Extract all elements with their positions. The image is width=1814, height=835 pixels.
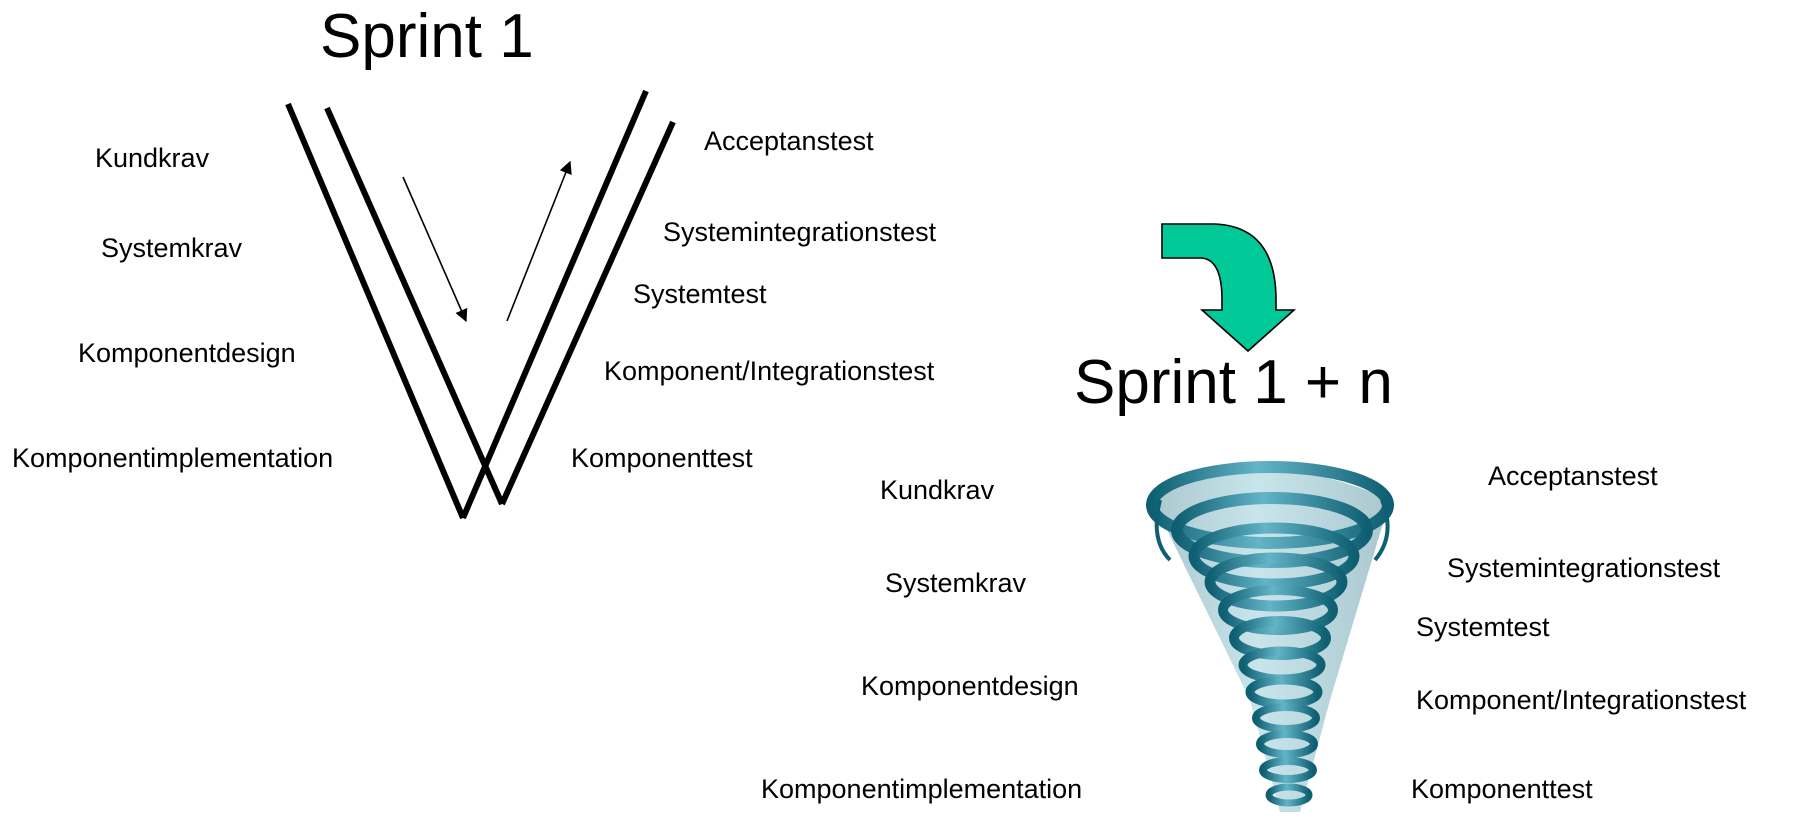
sn-left-label-komponentdesign: Komponentdesign	[861, 671, 1079, 701]
sprint1-title: Sprint 1	[320, 2, 534, 71]
sn-right-label-systemtest: Systemtest	[1416, 612, 1550, 642]
s1-right-label-komponent-integrationstest: Komponent/Integrationstest	[604, 356, 935, 386]
s1-right-label-systemintegrationstest: Systemintegrationstest	[663, 217, 937, 247]
s1-left-label-kundkrav: Kundkrav	[95, 143, 210, 173]
sn-right-label-acceptanstest: Acceptanstest	[1488, 461, 1658, 491]
s1-left-label-komponentdesign: Komponentdesign	[78, 338, 296, 368]
v-inner-right-line	[499, 120, 676, 506]
up-arrow-icon	[506, 160, 572, 322]
curved-arrow-icon	[1161, 223, 1297, 353]
down-arrow-icon	[402, 176, 468, 323]
sn-left-label-komponentimplementation: Komponentimplementation	[761, 774, 1083, 804]
v-inner-left-line	[324, 106, 505, 506]
s1-left-label-systemkrav: Systemkrav	[101, 233, 243, 263]
v-model-shape	[285, 89, 676, 520]
sprint-n-title: Sprint 1 + n	[1074, 348, 1393, 417]
s1-right-label-systemtest: Systemtest	[633, 279, 767, 309]
sn-left-label-kundkrav: Kundkrav	[880, 475, 995, 505]
s1-right-label-komponenttest: Komponenttest	[571, 443, 753, 473]
sn-right-label-komponenttest: Komponenttest	[1411, 774, 1593, 804]
sn-left-label-systemkrav: Systemkrav	[885, 568, 1027, 598]
v-outer-right-line	[460, 89, 649, 520]
sn-right-label-komponent-integrationstest: Komponent/Integrationstest	[1416, 685, 1747, 715]
v-outer-left-line	[285, 102, 466, 520]
s1-left-label-komponentimplementation: Komponentimplementation	[12, 443, 334, 473]
s1-right-label-acceptanstest: Acceptanstest	[704, 126, 874, 156]
sn-right-label-systemintegrationstest: Systemintegrationstest	[1447, 553, 1721, 583]
tornado-icon	[1146, 461, 1394, 812]
